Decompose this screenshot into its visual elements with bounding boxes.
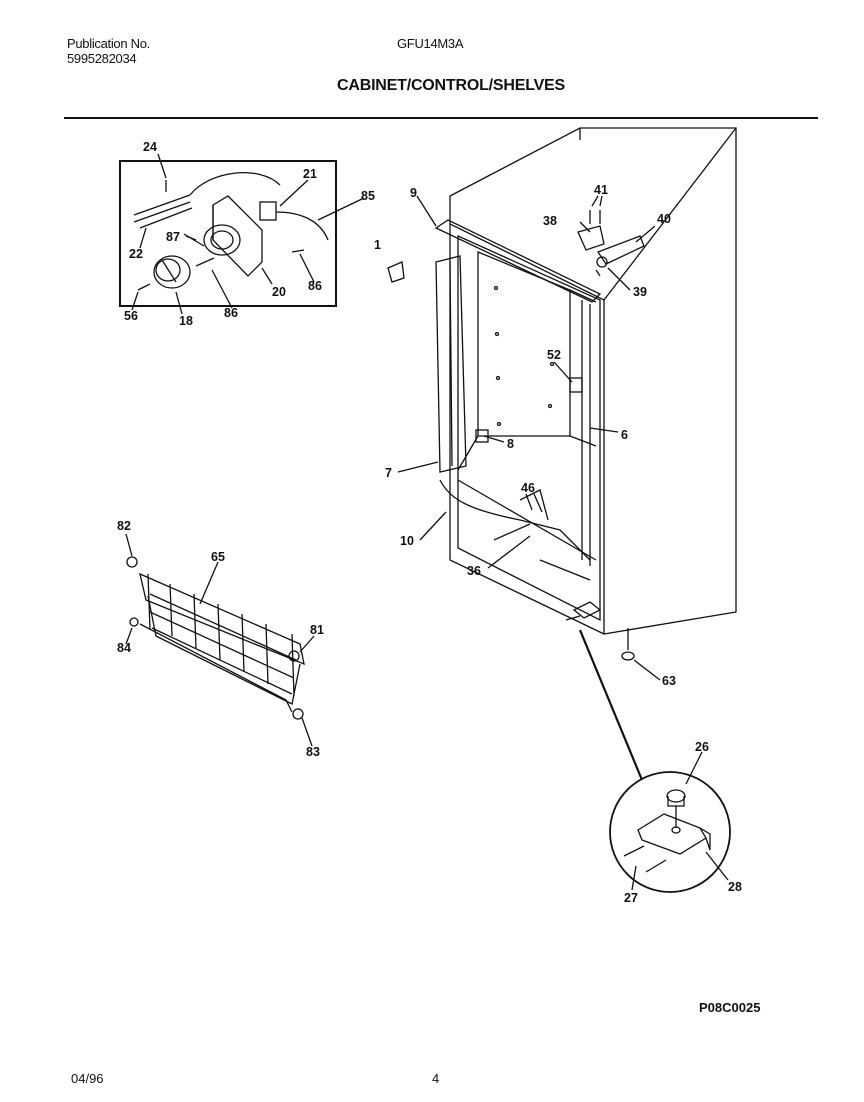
callout-85: 85 [361, 189, 375, 203]
callout-56: 56 [124, 309, 138, 323]
callout-20: 20 [272, 285, 286, 299]
control-assembly [133, 172, 329, 291]
callout-24: 24 [143, 140, 157, 154]
hinge-detail-circle [609, 771, 731, 893]
model-number: GFU14M3A [397, 36, 464, 51]
callout-84: 84 [117, 641, 131, 655]
callout-39: 39 [633, 285, 647, 299]
callout-63: 63 [662, 674, 676, 688]
detail-pointer-line [578, 629, 644, 781]
callout-83: 83 [306, 745, 320, 759]
callout-40: 40 [657, 212, 671, 226]
callout-1: 1 [374, 238, 381, 252]
callout-7: 7 [385, 466, 392, 480]
callout-36: 36 [467, 564, 481, 578]
cabinet [434, 127, 737, 661]
header-rule [64, 117, 818, 119]
callout-87: 87 [166, 230, 180, 244]
callout-9: 9 [410, 186, 417, 200]
shelf [125, 533, 315, 747]
callout-82: 82 [117, 519, 131, 533]
callout-21: 21 [303, 167, 317, 181]
publication-number: 5995282034 [67, 51, 137, 66]
page-number: 4 [432, 1071, 440, 1086]
callout-28: 28 [728, 880, 742, 894]
callout-27: 27 [624, 891, 638, 905]
callout-22: 22 [129, 247, 143, 261]
callout-46: 46 [521, 481, 535, 495]
control-bracket-part [387, 261, 405, 283]
hinge-assembly [623, 789, 711, 873]
callout-38: 38 [543, 214, 557, 228]
callout-6: 6 [621, 428, 628, 442]
callout-labels: 24 21 85 22 87 20 86 56 18 86 9 1 41 38 … [117, 140, 742, 905]
callout-8: 8 [507, 437, 514, 451]
callout-65: 65 [211, 550, 225, 564]
callout-81: 81 [310, 623, 324, 637]
callout-86-b: 86 [224, 306, 238, 320]
callout-86-a: 86 [308, 279, 322, 293]
publication-label: Publication No. [67, 36, 150, 51]
callout-41: 41 [594, 183, 608, 197]
page-title: CABINET/CONTROL/SHELVES [337, 77, 566, 94]
control-detail-box [119, 160, 337, 307]
issue-date: 04/96 [71, 1071, 104, 1086]
diagram-code: P08C0025 [699, 1000, 761, 1015]
callout-52: 52 [547, 348, 561, 362]
callout-26: 26 [695, 740, 709, 754]
callout-10: 10 [400, 534, 414, 548]
callout-18: 18 [179, 314, 193, 328]
